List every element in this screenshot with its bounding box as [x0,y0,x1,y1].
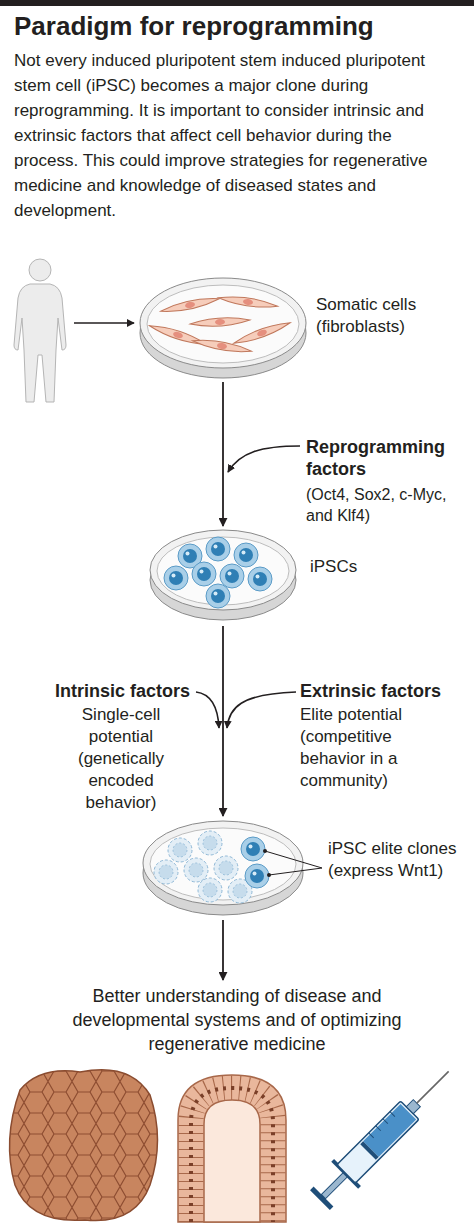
culture-dish: iPSC elite clones (express Wnt1) [140,818,306,918]
intestine-illustration [191,1088,273,1222]
culture-dish [198,878,222,902]
dish-label: Somatic cells (fibroblasts) [316,294,464,338]
culture-dish [143,821,303,915]
factor-heading: Reprogramming factors [306,436,466,480]
leader-line [263,849,267,853]
culture-dish [150,530,296,620]
culture-dish [140,278,306,368]
flow-arrow [222,382,224,526]
culture-dish [154,860,178,884]
culture-dish [150,828,296,900]
culture-dish [143,821,303,905]
intestine-illustration [178,1075,286,1222]
leader-line [263,849,322,877]
culture-dish [148,322,208,348]
intestine-illustration [191,1088,273,1222]
culture-dish [198,831,222,855]
feeder-arrow [196,692,219,728]
culture-dish [168,838,192,862]
factor-description: Single-cell potential (genetically encod… [60,704,182,814]
culture-dish [192,337,252,355]
intestine-illustration [204,1100,260,1222]
factor-heading: Intrinsic factors [30,680,190,702]
culture-dish [147,285,299,363]
tissue-illustration [10,1070,158,1221]
syringe-illustration [369,1112,395,1138]
culture-dish [164,566,188,590]
tissue-illustration [10,1070,158,1221]
syringe-illustration [360,1141,378,1159]
leader-line [267,873,271,877]
arrow [74,322,134,324]
outcome-text: Better understanding of disease and deve… [40,982,434,1058]
factor-list: (Oct4, Sox2, c-Myc, and Klf4) [306,484,466,526]
syringe-illustration [307,1058,463,1214]
top-bar [0,0,474,6]
culture-dish [160,295,220,315]
culture-dish [190,316,250,328]
culture-dish [248,567,272,591]
syringe-illustration [337,1101,419,1183]
dish-label: iPSC elite clones (express Wnt1) [328,838,466,882]
leader-line [269,868,322,875]
human-figure [14,259,66,402]
culture-dish [220,564,244,588]
culture-dish [184,858,208,882]
feeder-arrow [228,446,300,472]
tissue-illustration [10,1070,158,1221]
leader-line [265,851,322,868]
culture-dish [140,278,306,378]
culture-dish [232,319,291,347]
culture-dish: Somatic cells (fibroblasts) [138,276,308,380]
culture-dish: iPSCs [148,528,298,624]
culture-dish [150,530,296,610]
culture-dish [206,584,230,608]
culture-dish [192,562,216,586]
culture-dish [234,543,258,567]
culture-dish [245,864,269,888]
culture-dish [214,856,238,880]
title: Paradigm for reprogramming [14,10,464,42]
feeder-arrow [227,692,296,728]
culture-dish [206,537,230,561]
human-figure [29,259,51,281]
dish-label: iPSCs [310,556,430,578]
outcome-text: Better understanding of disease and deve… [40,982,434,1058]
intestine-illustration [178,1075,286,1222]
culture-dish [241,837,265,861]
culture-dish [218,294,279,310]
human-figure [14,284,66,402]
syringe-illustration [363,1104,416,1157]
flow-arrow [222,626,224,816]
syringe-illustration [417,1071,449,1103]
intro-text: Not every induced pluripotent stem induc… [14,48,460,223]
factor-description: Elite potential (competitive behavior in… [300,704,450,792]
flow-arrow [222,920,224,980]
factor-heading: Extrinsic factors [300,680,460,702]
